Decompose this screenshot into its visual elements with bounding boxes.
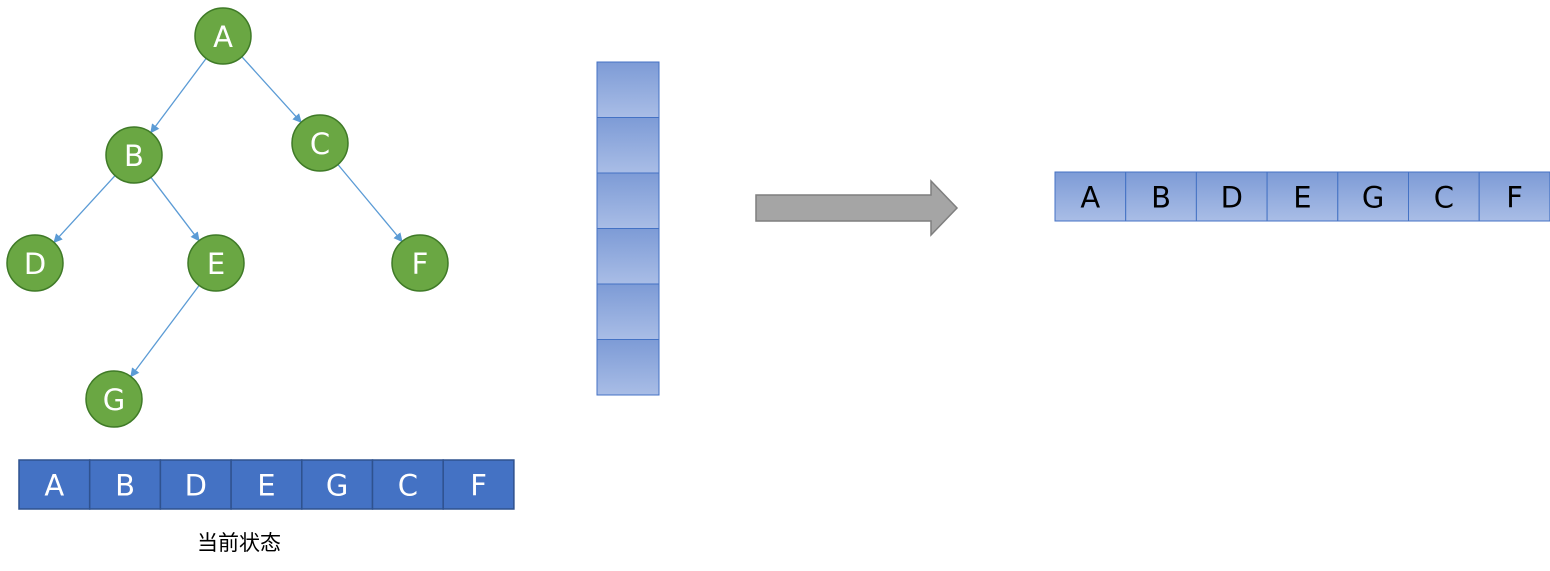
result-sequence-cell: E (1266, 171, 1339, 222)
tree-node-d: D (6, 234, 64, 292)
current-sequence-cell: D (159, 459, 232, 510)
result-sequence-cell-label: G (1362, 181, 1384, 215)
right-arrow-icon (755, 179, 959, 237)
current-sequence-cell-box (18, 459, 91, 510)
tree-node-label: A (213, 20, 233, 54)
result-sequence-cell-label: A (1080, 181, 1100, 215)
current-sequence-cell: F (442, 459, 515, 510)
tree-node-label: D (24, 247, 46, 281)
current-sequence-cell-box (88, 459, 162, 510)
tree-edges (53, 56, 403, 378)
result-sequence-cell-box (1266, 171, 1339, 222)
result-sequence-cell: A (1054, 171, 1127, 222)
tree-edge-a-c (241, 56, 302, 123)
result-sequence-cell: B (1125, 171, 1197, 222)
current-sequence-cell: B (88, 459, 162, 510)
current-sequence-cell: C (371, 459, 444, 510)
tree-node-b: B (105, 126, 163, 184)
tree-node-label: F (412, 247, 429, 281)
current-sequence-cell: A (18, 459, 91, 510)
tree-edge-b-e (150, 176, 200, 242)
tree-edge-a-b (150, 58, 207, 134)
tree-node-f: F (391, 234, 449, 292)
tree-edge-e-g (130, 285, 200, 378)
current-sequence-cell: G (301, 459, 374, 510)
current-sequence-cell-label: C (398, 469, 418, 503)
result-sequence-cell-box (1054, 171, 1127, 222)
result-sequence-cell-label: F (1506, 181, 1523, 215)
result-sequence-cell-label: B (1151, 181, 1171, 215)
current-sequence-cell-label: A (44, 469, 64, 503)
result-sequence-cell-box (1408, 171, 1480, 222)
tree-node-circle (291, 114, 349, 172)
current-sequence-cell-label: E (257, 469, 275, 503)
tree-edge-c-f (337, 164, 403, 243)
current-sequence-cell: E (230, 459, 303, 510)
tree-node-circle (6, 234, 64, 292)
tree-node-label: C (310, 127, 330, 161)
result-sequence-cell-box (1478, 171, 1550, 222)
result-sequence-cell: D (1195, 171, 1268, 222)
result-sequence-cell-label: C (1434, 181, 1454, 215)
stack-slot (596, 228, 660, 285)
stack-slot (596, 61, 660, 118)
current-sequence-cell-label: D (185, 469, 207, 503)
tree-node-a: A (194, 7, 252, 65)
current-sequence-cell-box (371, 459, 444, 510)
tree-node-circle (391, 234, 449, 292)
tree-node-e: E (187, 234, 245, 292)
tree-node-circle (194, 7, 252, 65)
current-sequence-cell-label: B (115, 469, 135, 503)
result-sequence-cell-box (1337, 171, 1410, 222)
tree-node-label: B (124, 139, 144, 173)
current-sequence-cell-label: F (470, 469, 487, 503)
tree-node-g: G (85, 370, 143, 428)
stack (596, 61, 660, 396)
tree-node-circle (187, 234, 245, 292)
stack-slot (596, 339, 660, 396)
tree-node-c: C (291, 114, 349, 172)
tree-node-label: E (207, 247, 225, 281)
binary-tree: A B C D E F G (6, 7, 449, 428)
stack-slot (596, 117, 660, 174)
current-sequence-cell-box (442, 459, 515, 510)
tree-node-circle (85, 370, 143, 428)
result-sequence-cell-label: E (1293, 181, 1311, 215)
result-sequence-cell: G (1337, 171, 1410, 222)
tree-edge-b-d (53, 175, 116, 244)
tree-node-circle (105, 126, 163, 184)
result-sequence-cell-label: D (1221, 181, 1243, 215)
result-sequence-cell-box (1125, 171, 1197, 222)
stack-slot (596, 283, 660, 340)
stack-slot (596, 172, 660, 229)
current-sequence-cell-box (230, 459, 303, 510)
current-sequence-cell-label: G (326, 469, 348, 503)
tree-node-label: G (103, 383, 125, 417)
current-state-caption: 当前状态 (197, 531, 281, 555)
result-sequence-cell: F (1478, 171, 1550, 222)
result-sequence-cell: C (1408, 171, 1480, 222)
result-sequence-cell-box (1195, 171, 1268, 222)
